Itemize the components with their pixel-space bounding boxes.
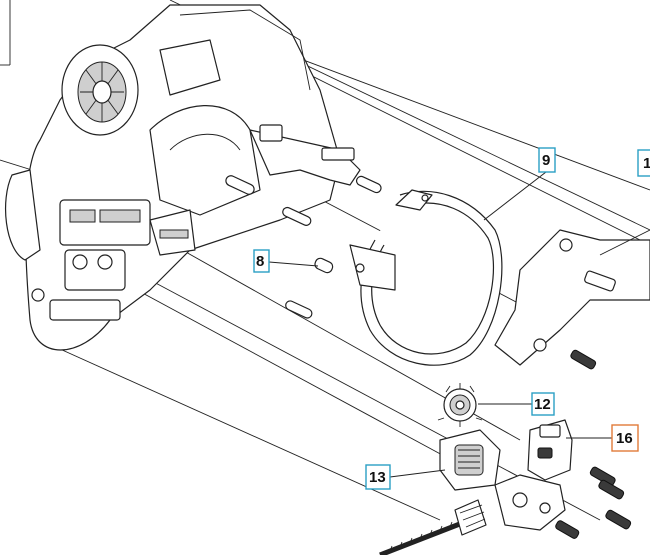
screws: [555, 349, 632, 539]
callout-16-box: [611, 424, 639, 452]
callout-13-label: 13: [369, 469, 386, 486]
leader-lines: [268, 171, 612, 478]
adjusting-screw: [379, 499, 487, 555]
callout-16-label: 16: [616, 430, 633, 447]
brake-band: [349, 189, 503, 366]
callout-8-label: 8: [256, 253, 264, 270]
chain-brake-bracket: [494, 229, 650, 366]
pins: [225, 175, 382, 319]
callout-9-box: [538, 147, 556, 173]
callout-12[interactable]: 12: [531, 392, 555, 416]
worm-gear-assembly: [439, 429, 566, 531]
crankcase-housing: [4, 4, 361, 351]
callout-1-box: [637, 149, 650, 177]
callout-9[interactable]: 9: [538, 147, 556, 173]
callout-1-label: 1: [643, 155, 650, 172]
callout-12-label: 12: [534, 396, 551, 413]
callout-8[interactable]: 8: [253, 249, 270, 273]
callout-13[interactable]: 13: [365, 464, 391, 490]
chain-tensioner: [527, 419, 573, 481]
callout-16[interactable]: 16: [611, 424, 639, 452]
callout-1-partial[interactable]: 1: [637, 149, 650, 177]
callout-8-box: [253, 249, 270, 273]
callout-13-box: [365, 464, 391, 490]
callout-12-box: [531, 392, 555, 416]
oil-pump-gear: [437, 383, 483, 427]
callout-9-label: 9: [542, 152, 550, 169]
